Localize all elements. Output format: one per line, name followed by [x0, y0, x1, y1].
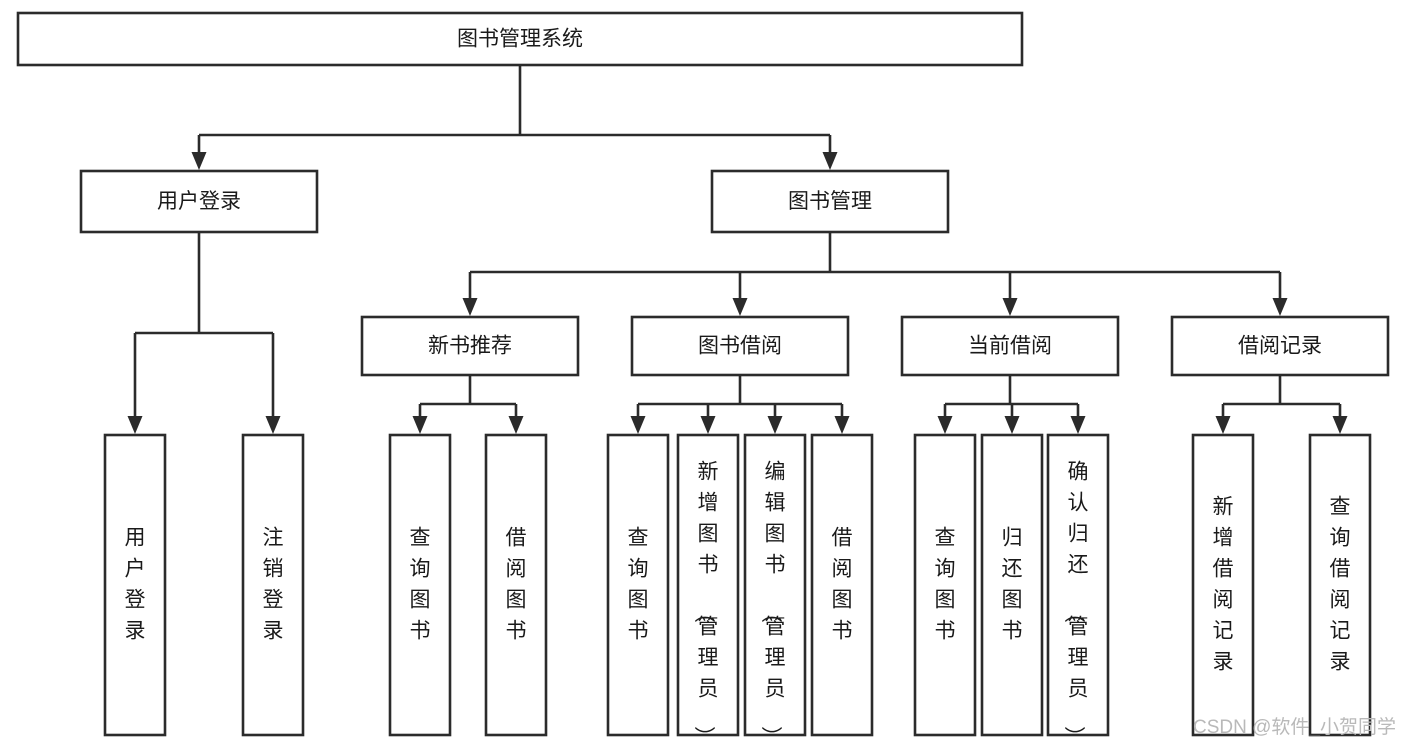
node-layer: 图书管理系统用户登录图书管理新书推荐图书借阅当前借阅借阅记录用户登录注销登录查询…	[16, 11, 1390, 747]
node-box[interactable]	[743, 433, 807, 737]
node-label: 查询借阅记录	[1330, 495, 1351, 673]
node-label: 新书推荐	[428, 335, 512, 358]
connector-group	[630, 375, 850, 434]
node-box[interactable]	[103, 433, 167, 737]
arrow-head-icon	[412, 416, 428, 434]
node-box[interactable]	[241, 433, 305, 737]
node-leaf-query-book-3[interactable]: 查询图书	[913, 433, 977, 737]
node-label: 新增图书（管理员）	[693, 460, 719, 747]
node-leaf-query-record[interactable]: 查询借阅记录	[1308, 433, 1372, 737]
connector-group	[127, 232, 281, 434]
node-label: 图书管理	[788, 190, 872, 213]
connector-group	[937, 375, 1086, 434]
connector-group	[412, 375, 524, 434]
node-label: 图书借阅	[698, 335, 782, 358]
node-root[interactable]: 图书管理系统	[16, 11, 1024, 67]
node-box[interactable]	[1191, 433, 1255, 737]
node-label: 查询图书	[410, 526, 431, 642]
connector-layer	[127, 65, 1348, 434]
node-label: 归还图书	[1002, 526, 1023, 642]
node-box[interactable]	[79, 169, 319, 234]
arrow-head-icon	[1215, 416, 1231, 434]
node-box[interactable]	[980, 433, 1044, 737]
node-label: 确认归还（管理员）	[1063, 460, 1089, 747]
arrow-head-icon	[1332, 416, 1348, 434]
connector-group	[191, 65, 838, 170]
node-box[interactable]	[630, 315, 850, 377]
arrow-head-icon	[700, 416, 716, 434]
node-label: 图书管理系统	[457, 28, 583, 51]
node-box[interactable]	[810, 433, 874, 737]
node-leaf-edit-book[interactable]: 编辑图书（管理员）	[743, 433, 807, 747]
node-label: 编辑图书（管理员）	[760, 460, 786, 747]
connector-group	[1215, 375, 1348, 434]
node-book-manage[interactable]: 图书管理	[710, 169, 950, 234]
arrow-head-icon	[630, 416, 646, 434]
node-box[interactable]	[484, 433, 548, 737]
node-borrow-record[interactable]: 借阅记录	[1170, 315, 1390, 377]
node-label: 借阅图书	[506, 526, 527, 642]
arrow-head-icon	[462, 298, 478, 316]
node-label: 当前借阅	[968, 335, 1052, 358]
node-box[interactable]	[913, 433, 977, 737]
arrow-head-icon	[1070, 416, 1086, 434]
arrow-head-icon	[937, 416, 953, 434]
csdn-watermark: CSDN @软件_小贺同学	[1193, 716, 1396, 738]
node-label: 新增借阅记录	[1213, 495, 1234, 673]
node-box[interactable]	[1170, 315, 1390, 377]
node-new-book-rec[interactable]: 新书推荐	[360, 315, 580, 377]
node-leaf-user-login[interactable]: 用户登录	[103, 433, 167, 737]
node-label: 查询图书	[628, 526, 649, 642]
node-user-login[interactable]: 用户登录	[79, 169, 319, 234]
node-label: 借阅记录	[1238, 335, 1322, 358]
node-box[interactable]	[900, 315, 1120, 377]
node-leaf-add-record[interactable]: 新增借阅记录	[1191, 433, 1255, 737]
arrow-head-icon	[834, 416, 850, 434]
node-label: 借阅图书	[832, 526, 853, 642]
node-box[interactable]	[16, 11, 1024, 67]
arrow-head-icon	[265, 416, 281, 434]
node-box[interactable]	[360, 315, 580, 377]
arrow-head-icon	[127, 416, 143, 434]
node-leaf-add-book[interactable]: 新增图书（管理员）	[676, 433, 740, 747]
node-leaf-borrow-book-2[interactable]: 借阅图书	[810, 433, 874, 737]
arrow-head-icon	[1272, 298, 1288, 316]
node-current-borrow[interactable]: 当前借阅	[900, 315, 1120, 377]
node-box[interactable]	[676, 433, 740, 737]
arrow-head-icon	[732, 298, 748, 316]
node-leaf-query-book-1[interactable]: 查询图书	[388, 433, 452, 737]
connector-group	[462, 232, 1288, 316]
node-leaf-query-book-2[interactable]: 查询图书	[606, 433, 670, 737]
node-box[interactable]	[388, 433, 452, 737]
node-label: 用户登录	[157, 190, 241, 213]
arrow-head-icon	[767, 416, 783, 434]
node-label: 用户登录	[125, 526, 146, 642]
node-leaf-confirm-return[interactable]: 确认归还（管理员）	[1046, 433, 1110, 747]
arrow-head-icon	[1002, 298, 1018, 316]
node-leaf-return-book[interactable]: 归还图书	[980, 433, 1044, 737]
node-leaf-borrow-book-1[interactable]: 借阅图书	[484, 433, 548, 737]
node-leaf-logout[interactable]: 注销登录	[241, 433, 305, 737]
arrow-head-icon	[1004, 416, 1020, 434]
node-box[interactable]	[1046, 433, 1110, 737]
node-book-borrow[interactable]: 图书借阅	[630, 315, 850, 377]
node-label: 注销登录	[263, 526, 284, 642]
node-label: 查询图书	[935, 526, 956, 642]
arrow-head-icon	[822, 152, 838, 170]
arrow-head-icon	[191, 152, 207, 170]
arrow-head-icon	[508, 416, 524, 434]
node-box[interactable]	[606, 433, 670, 737]
node-box[interactable]	[710, 169, 950, 234]
node-box[interactable]	[1308, 433, 1372, 737]
